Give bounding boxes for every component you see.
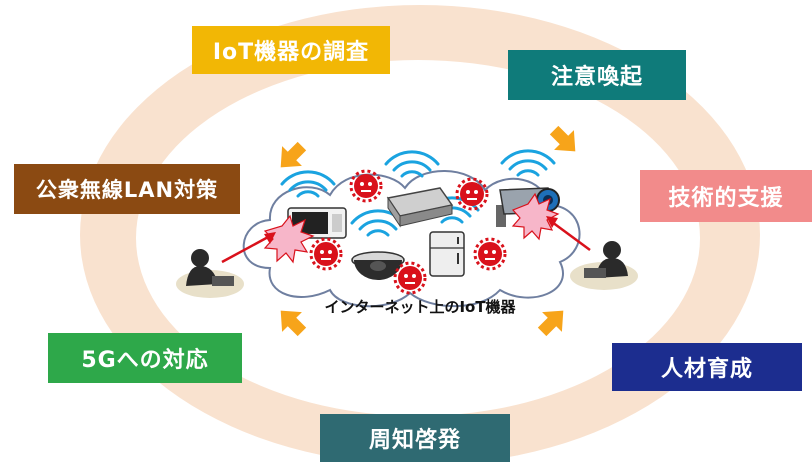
measure-label: 周知啓発 <box>368 428 461 453</box>
attacker-right-icon <box>570 241 638 290</box>
attack-arrow <box>221 234 271 264</box>
attack-burst <box>511 192 560 241</box>
measure-label: 技術的支援 <box>668 186 784 211</box>
virus-icon <box>455 177 489 211</box>
inward-arrow <box>280 141 307 168</box>
virus-icon <box>473 237 507 271</box>
measure-label: 人材育成 <box>660 357 753 382</box>
inward-arrow <box>280 310 307 337</box>
inward-arrow <box>549 125 576 152</box>
measure-alert: 注意喚起 <box>508 50 686 100</box>
inward-arrows <box>280 125 576 337</box>
measure-5g: 5Gへの対応 <box>48 333 242 383</box>
attack-arrowhead <box>546 216 558 228</box>
measure-iot-survey: IoT機器の調査 <box>192 26 390 74</box>
virus-icon <box>393 261 427 295</box>
threat-group <box>309 169 507 295</box>
measure-hr-development: 人材育成 <box>612 343 802 391</box>
attacker-left-icon <box>176 249 244 298</box>
router-icon <box>386 187 454 228</box>
dome-camera-icon <box>351 251 405 280</box>
measure-label: 注意喚起 <box>550 65 643 90</box>
refrigerator-icon <box>429 231 465 277</box>
measure-label: 公衆無線LAN対策 <box>35 178 219 202</box>
measure-label: IoT機器の調査 <box>212 40 370 65</box>
wifi-icon <box>384 150 440 178</box>
measure-public-wifi: 公衆無線LAN対策 <box>14 164 240 214</box>
attack-arrows <box>221 216 591 264</box>
measure-label: 5Gへの対応 <box>81 348 209 373</box>
measure-awareness: 周知啓発 <box>320 414 510 462</box>
attack-burst <box>263 214 315 264</box>
attack-arrowhead <box>264 232 276 244</box>
inward-arrow <box>537 310 564 337</box>
wifi-icon <box>500 149 556 177</box>
center-caption: インターネット上のIoT機器 <box>324 298 516 316</box>
measure-tech-support: 技術的支援 <box>640 170 812 222</box>
virus-icon <box>309 237 343 271</box>
attack-burst-group <box>263 192 560 264</box>
virus-icon <box>349 169 383 203</box>
attack-arrow <box>551 220 591 252</box>
wifi-icon <box>280 170 336 198</box>
